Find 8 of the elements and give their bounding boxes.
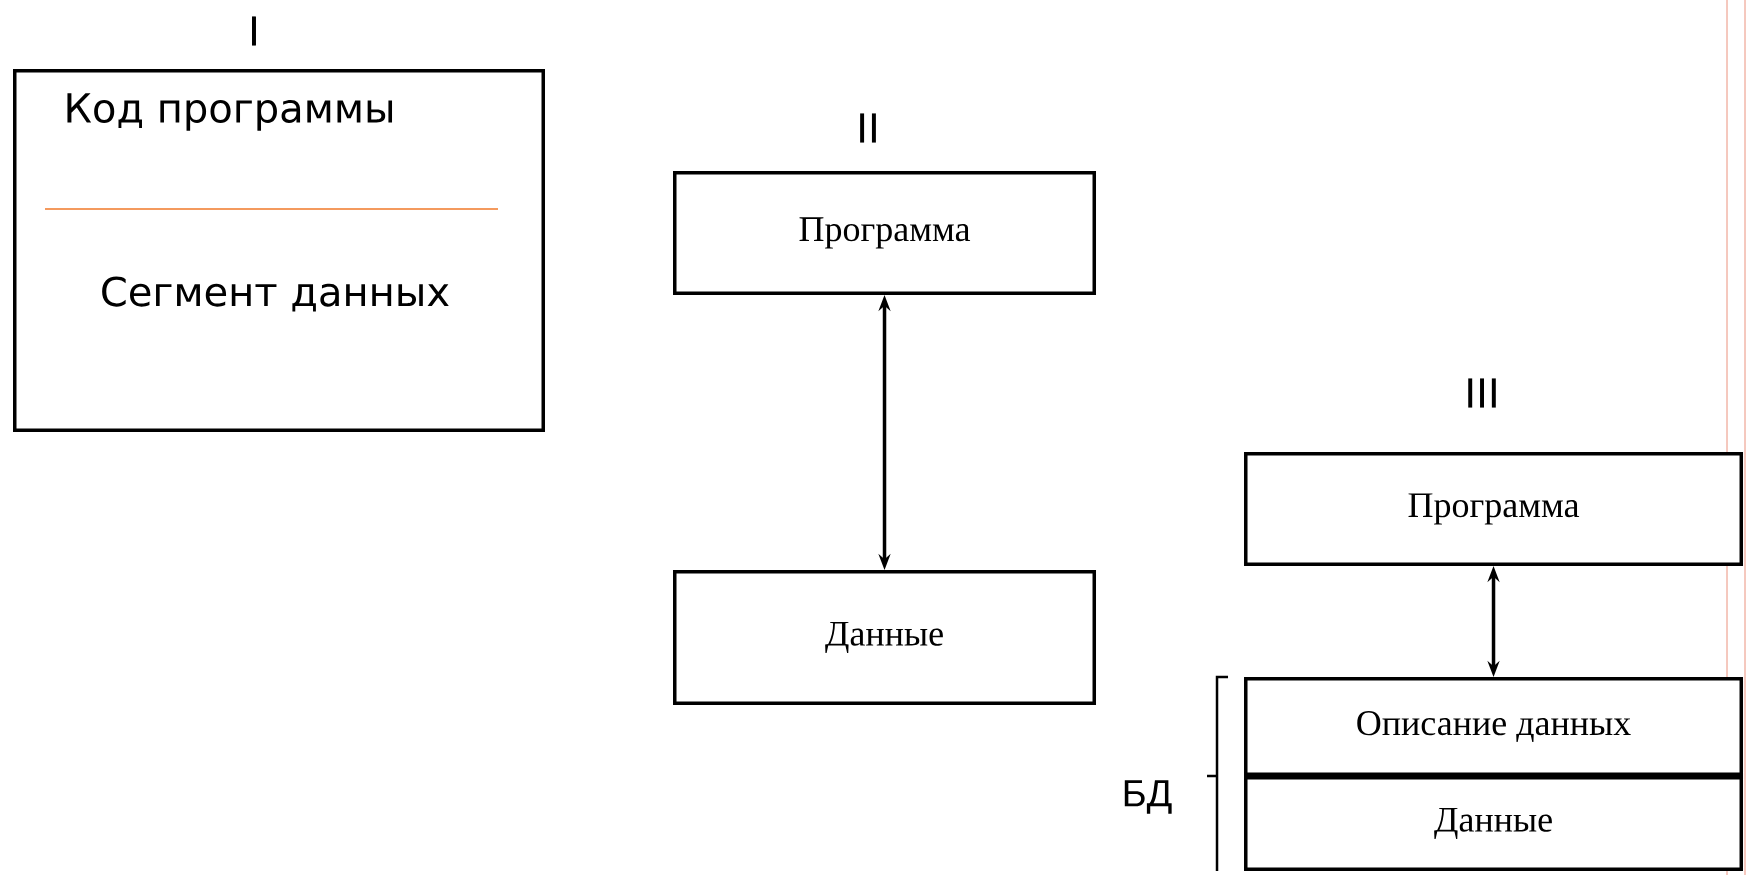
process-box: Программа	[1244, 452, 1743, 566]
process-box: Данные	[1244, 776, 1743, 871]
bracket-label: БД	[1124, 780, 1172, 814]
memory-box: Код программы Сегмент данных	[13, 69, 545, 432]
process-box: Данные	[673, 570, 1096, 705]
section-numeral: III	[1468, 378, 1496, 408]
process-box: Программа	[673, 171, 1096, 295]
process-box: Описание данных	[1244, 677, 1743, 776]
